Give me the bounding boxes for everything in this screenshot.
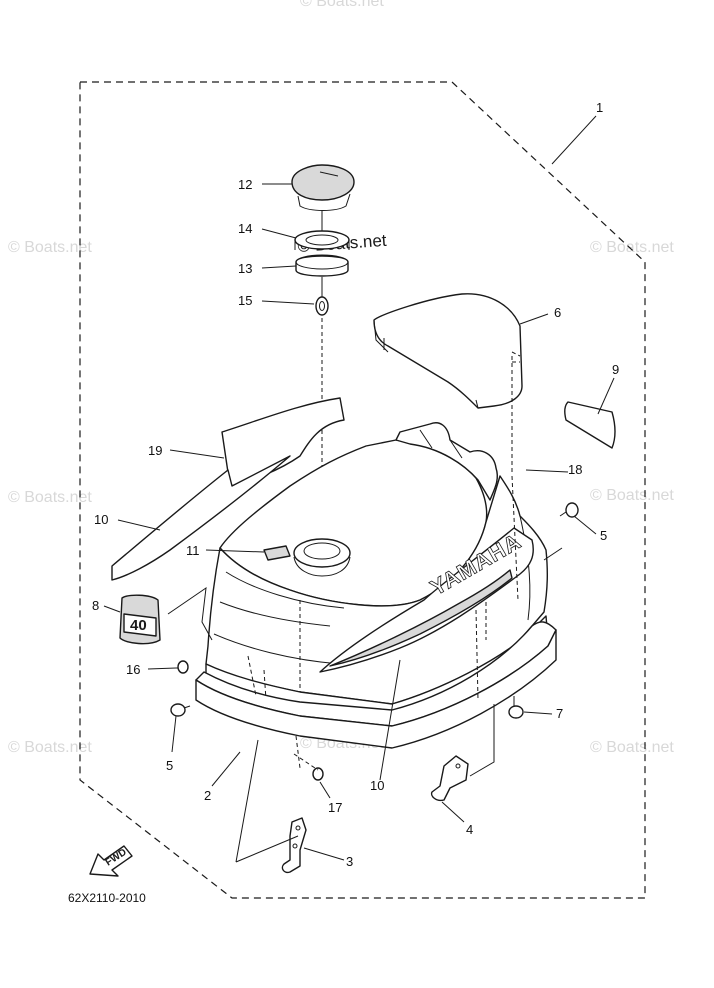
callout-8: 8 (92, 598, 99, 613)
callout-4: 4 (466, 822, 473, 837)
part-12-cap (291, 164, 355, 232)
callout-12: 12 (238, 177, 252, 192)
callout-1: 1 (596, 100, 603, 115)
decal-number: 40 (130, 617, 147, 634)
callout-9: 9 (612, 362, 619, 377)
callout-5-right: 5 (600, 528, 607, 543)
part-4-bracket (430, 755, 469, 802)
watermark-top: © Boats.net (300, 0, 384, 10)
part-5-screw-left (170, 703, 191, 717)
callout-10-left: 10 (94, 512, 108, 527)
part-5-screw-right (559, 502, 579, 518)
callout-6: 6 (554, 305, 561, 320)
callout-19: 19 (148, 443, 162, 458)
part-14-seal (294, 230, 350, 250)
callout-15: 15 (238, 293, 252, 308)
watermark-right-upper: © Boats.net (590, 239, 674, 256)
assembly-boundary (79, 81, 646, 899)
callout-14: 14 (238, 221, 252, 236)
part-8-decal: 40 (119, 594, 161, 645)
part-11-label (263, 545, 291, 561)
watermark-left-middle: © Boats.net (8, 489, 92, 506)
watermark-right-middle: © Boats.net (590, 487, 674, 504)
part-10-left-stripe (111, 455, 291, 581)
watermark-left-upper: © Boats.net (8, 239, 92, 256)
part-15-cord (315, 277, 329, 316)
decal-outline (167, 586, 213, 641)
callout-7: 7 (556, 706, 563, 721)
watermark-right-lower: © Boats.net (590, 739, 674, 756)
callout-13: 13 (238, 261, 252, 276)
fwd-arrow-icon: FWD (89, 845, 133, 877)
part-3-bracket (281, 817, 307, 874)
alignment-lines (247, 356, 519, 771)
part-6-rear-cover (373, 293, 523, 409)
callout-2: 2 (204, 788, 211, 803)
callout-18: 18 (568, 462, 582, 477)
part-17-nut (312, 767, 324, 781)
part-16-screw (176, 660, 189, 674)
callout-5-left: 5 (166, 758, 173, 773)
callout-17: 17 (328, 800, 342, 815)
part-2-seal (195, 621, 557, 749)
drawing-code: 62X2110-2010 (68, 891, 146, 905)
watermark-left-lower: © Boats.net (8, 739, 92, 756)
callout-11: 11 (186, 543, 200, 558)
part-13-holder (295, 254, 349, 277)
callout-16: 16 (126, 662, 140, 677)
callout-3: 3 (346, 854, 353, 869)
part-7-screw (508, 696, 524, 719)
leader-lines (103, 115, 615, 863)
callout-10-bottom: 10 (370, 778, 384, 793)
callouts: 1 12 14 13 15 6 9 19 18 10 5 11 8 16 7 5… (92, 100, 619, 869)
part-9-pad (563, 401, 616, 449)
